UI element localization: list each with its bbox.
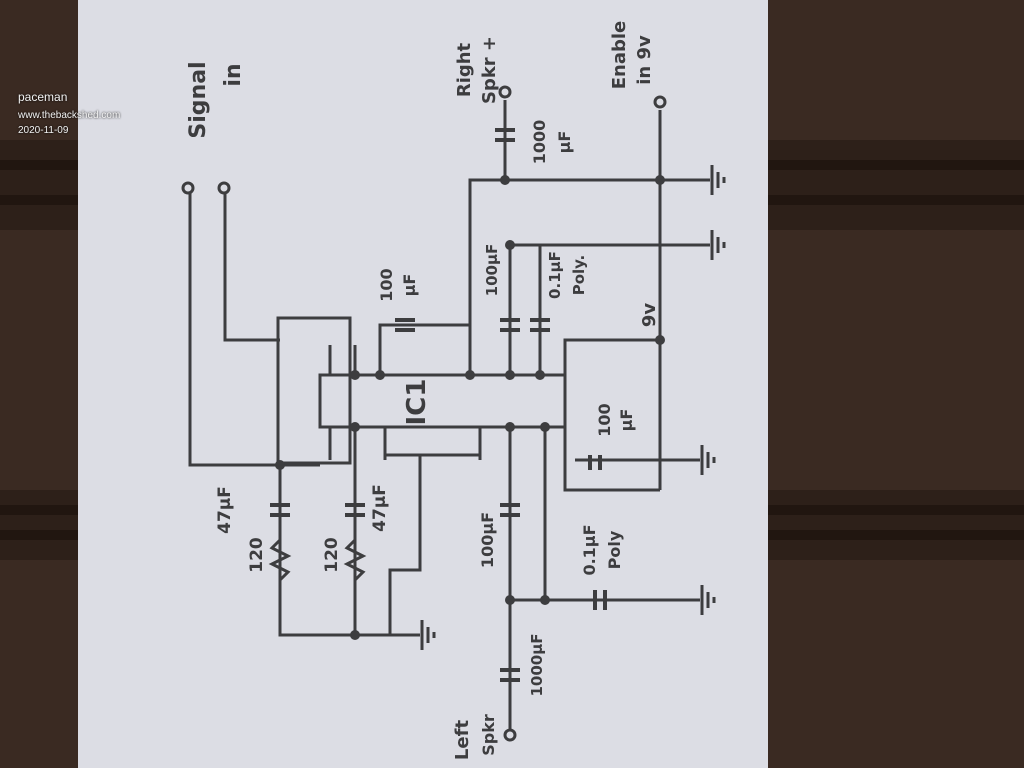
cap-poly-top-type: Poly.	[570, 255, 588, 296]
cap-1000uf-left-label: 1000µF	[528, 633, 546, 696]
cap-47uf-a-label: 47µF	[215, 486, 235, 534]
cap-100uf-right-value: 100	[595, 403, 614, 436]
cap-100uf-bottom-label: 100µF	[478, 512, 497, 568]
right-spkr-label-line1: Right	[454, 42, 475, 97]
right-spkr-label-line2: Spkr +	[479, 36, 500, 104]
enable-label-line1: Enable	[609, 21, 630, 90]
terminals	[181, 85, 667, 742]
watermark-site: www.thebackshed.com	[18, 110, 121, 121]
signal-in-label-line2: in	[221, 63, 246, 86]
resistor-zigzags	[268, 538, 367, 582]
cap-47uf-b-label: 47µF	[370, 484, 390, 532]
capacitor-plates	[270, 128, 607, 682]
junction-dots	[275, 175, 665, 640]
cap-poly-bottom-value: 0.1µF	[580, 524, 599, 575]
cap-1000uf-right-unit: µF	[555, 131, 574, 154]
watermark-user: paceman	[18, 90, 68, 104]
cap-100uf-top-value: 100	[377, 268, 396, 301]
left-spkr-label-line2: Spkr	[479, 714, 498, 756]
supply-9v-label: 9v	[639, 303, 660, 328]
cap-poly-top-value: 0.1µF	[546, 251, 564, 299]
ic1-label: IC1	[402, 379, 432, 426]
cap-1000uf-right-value: 1000	[530, 120, 549, 165]
left-spkr-label-line1: Left	[452, 720, 473, 761]
res-120-b-label: 120	[322, 537, 342, 573]
cap-100uf-mid-label: 100µF	[483, 244, 501, 297]
res-120-a-label: 120	[247, 537, 267, 573]
enable-label-line2: in 9v	[634, 35, 655, 85]
signal-in-label-line1: Signal	[186, 61, 211, 138]
cap-100uf-top-unit: µF	[400, 274, 419, 297]
watermark-date: 2020-11-09	[18, 125, 69, 136]
ground-symbols	[420, 165, 726, 650]
ic1-body	[318, 373, 567, 429]
cap-100uf-right-unit: µF	[617, 409, 636, 432]
cap-poly-bottom-type: Poly	[605, 530, 624, 569]
